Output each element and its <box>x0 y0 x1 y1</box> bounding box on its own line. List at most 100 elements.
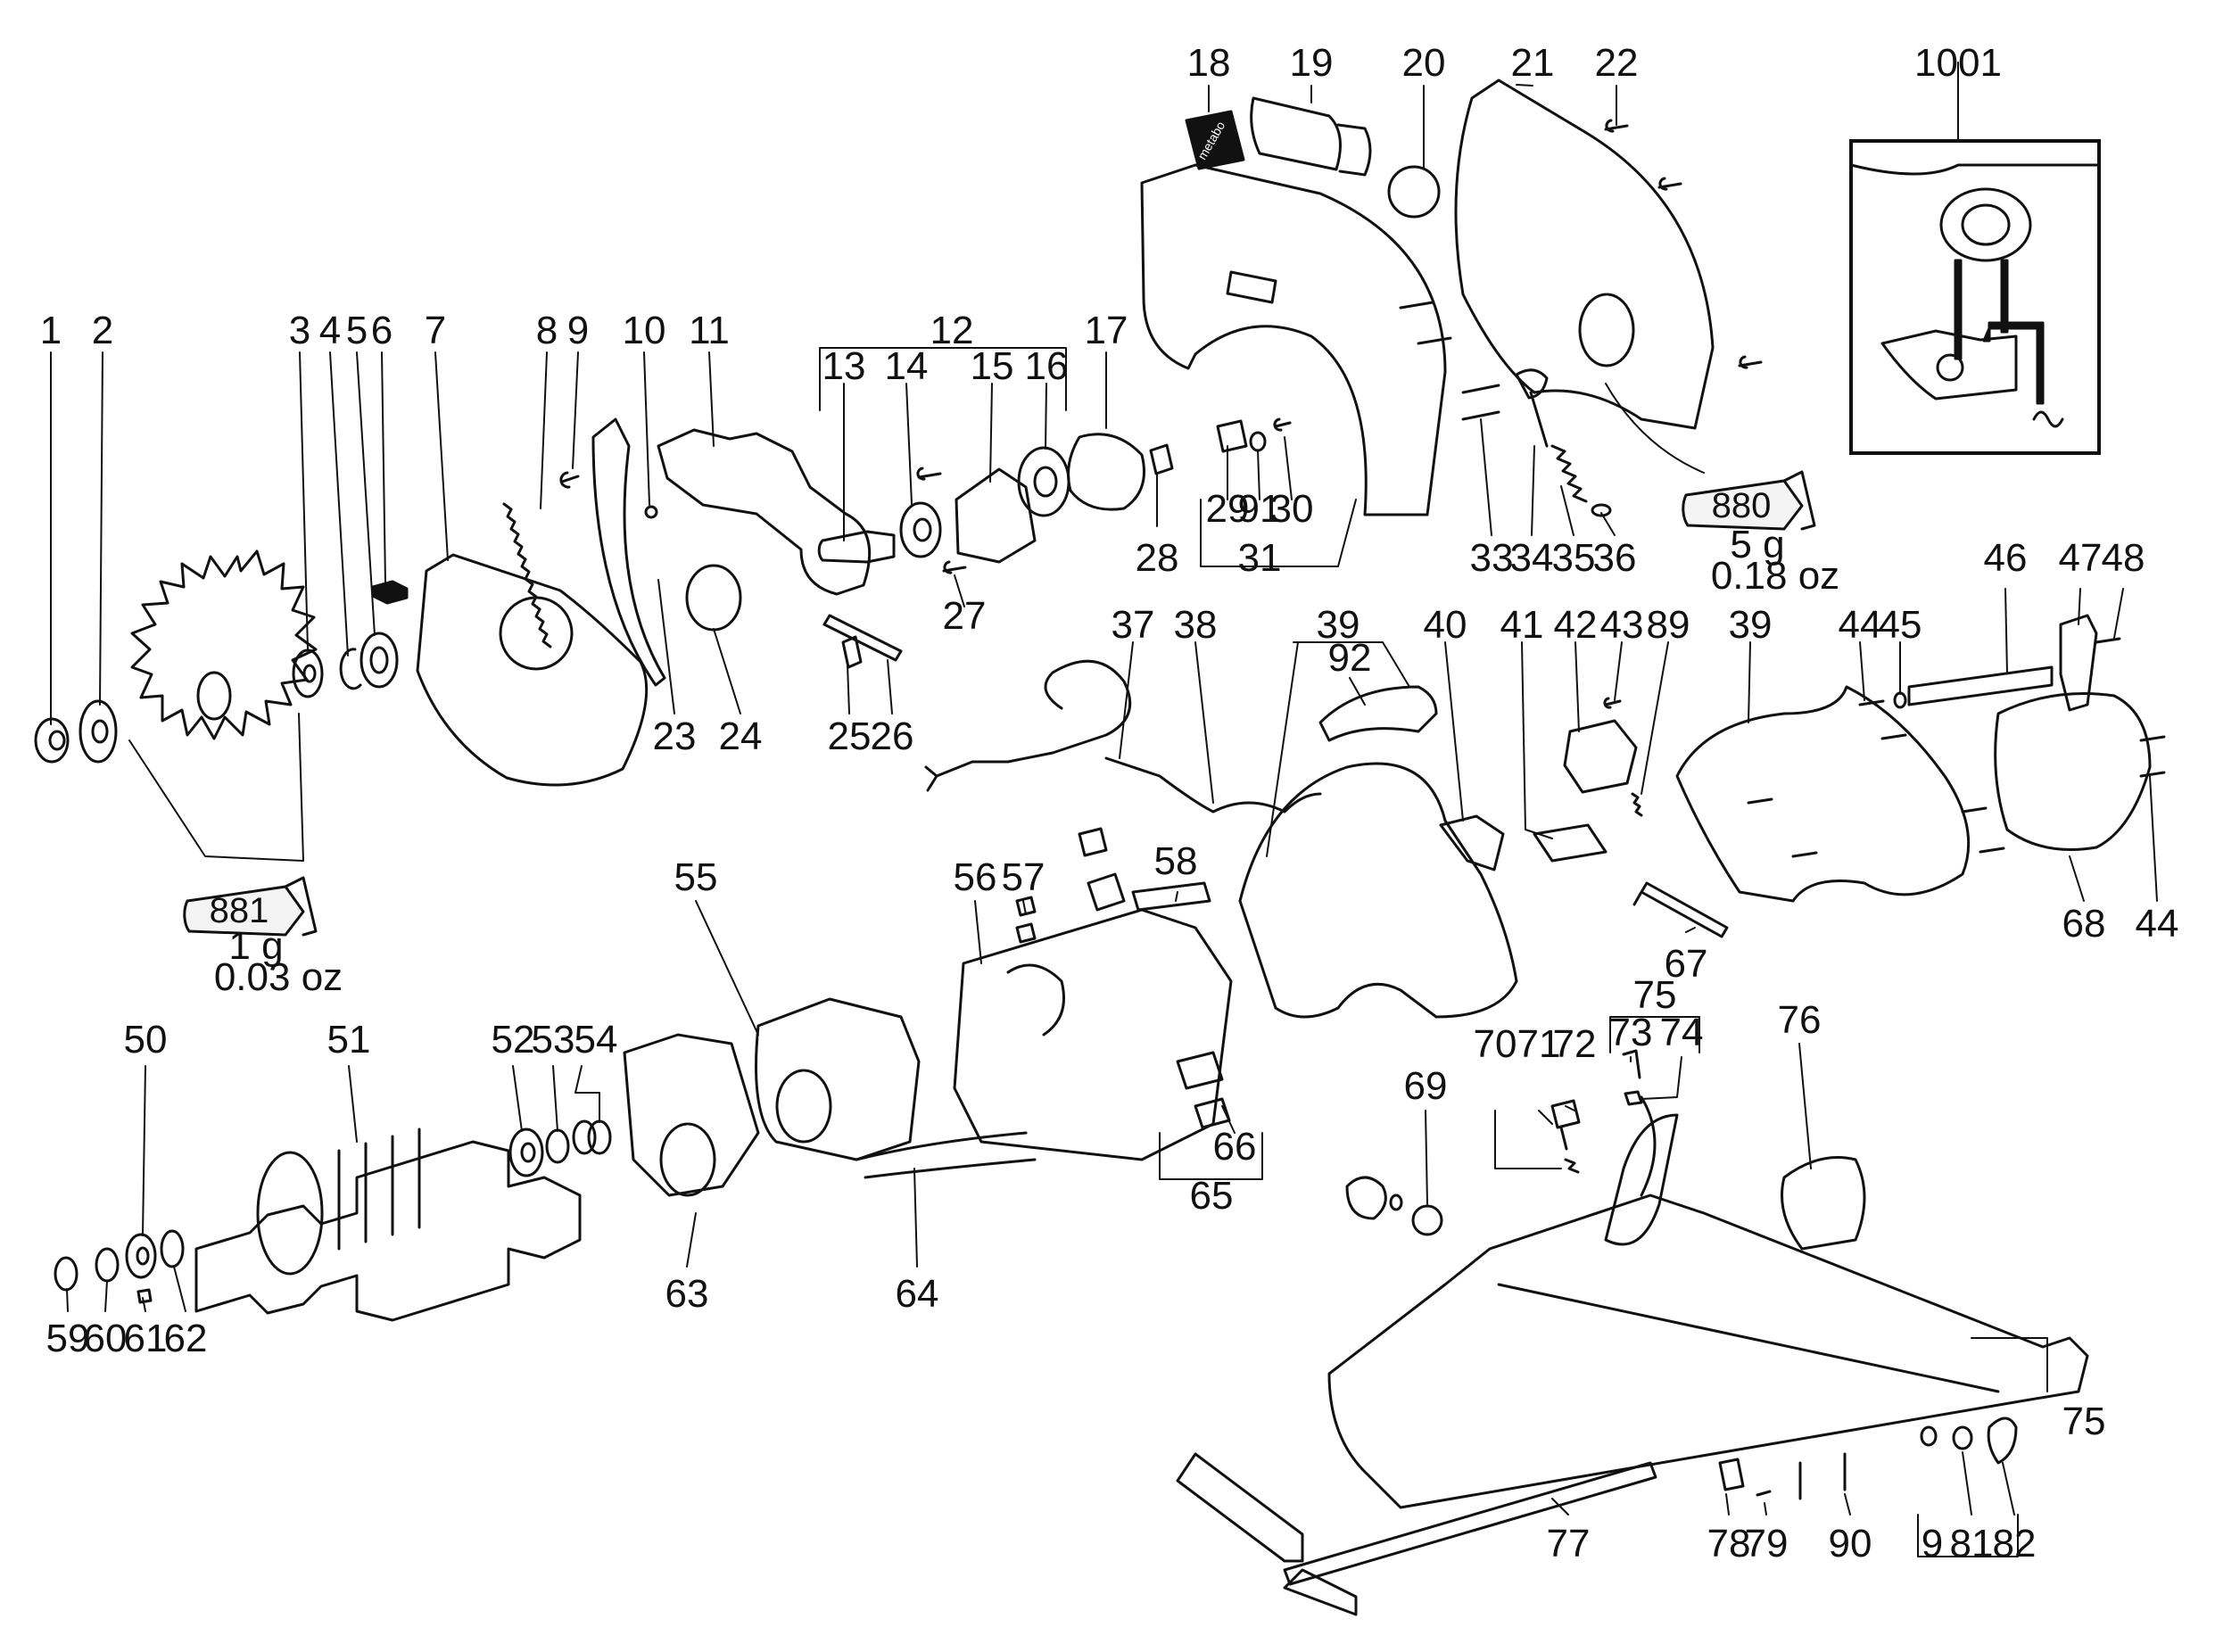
screw-icon <box>1961 806 1988 814</box>
key-icon <box>136 1288 153 1304</box>
screw-icon <box>1461 384 1500 394</box>
callout-4: 4 <box>319 309 341 352</box>
callout-11: 11 <box>689 309 730 352</box>
handle-housing-icon <box>1238 762 1518 1019</box>
callout-90: 90 <box>1829 1522 1872 1565</box>
callout-1: 1 <box>40 309 62 352</box>
strap-icon <box>822 614 903 662</box>
screw-icon <box>1417 336 1452 345</box>
callout-17: 17 <box>1085 309 1128 352</box>
screw-icon <box>1622 1049 1641 1079</box>
callout-9: 9 <box>567 309 589 352</box>
label-plate-icon <box>1131 881 1211 912</box>
screw-icon <box>1791 851 1818 858</box>
callout-27: 27 <box>943 594 987 638</box>
screw-icon <box>1273 417 1292 432</box>
switch-lock-icon <box>1439 814 1505 871</box>
hex-key-icon <box>1632 881 1729 938</box>
callout-59: 59 <box>46 1317 90 1360</box>
wiring-inset <box>1849 139 2101 455</box>
armature-icon <box>194 1127 582 1322</box>
callout-71: 71 <box>1517 1022 1561 1066</box>
inner-flange-icon <box>292 648 324 698</box>
tube-880-amount-oz: 0.18 oz <box>1711 554 1839 598</box>
callout-15: 15 <box>971 344 1014 388</box>
callout-35: 35 <box>1552 536 1596 580</box>
callout-53: 53 <box>532 1018 575 1061</box>
cable-icon <box>1104 756 1322 814</box>
ring-icon <box>160 1229 185 1268</box>
guard-lever-icon <box>591 417 666 687</box>
callout-19: 19 <box>1290 41 1334 85</box>
callout-13: 13 <box>822 344 866 388</box>
callout-36: 36 <box>1593 536 1637 580</box>
screw-icon <box>1738 355 1763 369</box>
callout-72: 72 <box>1553 1022 1597 1066</box>
leader-line <box>1605 383 1705 474</box>
callout-57: 57 <box>1002 855 1046 899</box>
wing-nut-icon <box>1550 1099 1581 1151</box>
switch-icon <box>1563 719 1638 794</box>
brand-plate: metabo <box>1185 110 1245 170</box>
grease-tube-icon: 881 <box>183 876 318 937</box>
callout-74: 74 <box>1660 1011 1704 1054</box>
washer-icon <box>1389 1194 1403 1211</box>
screw-icon <box>1979 847 2005 854</box>
callout-91: 91 <box>1238 487 1282 531</box>
clip-icon <box>1533 823 1608 863</box>
callout-37: 37 <box>1112 603 1155 647</box>
fan-baffle-icon <box>623 1033 760 1197</box>
knob-icon <box>1411 1204 1443 1236</box>
washer-icon <box>1893 691 1907 709</box>
callout-69: 69 <box>1404 1064 1448 1108</box>
flange-nut-icon <box>34 717 70 764</box>
callout-38: 38 <box>1174 603 1218 647</box>
callout-79: 79 <box>1745 1522 1789 1565</box>
callout-67: 67 <box>1665 942 1708 986</box>
o-ring-icon <box>685 564 742 632</box>
callout-12: 12 <box>930 309 974 352</box>
leader-lines <box>50 84 2158 1557</box>
ring-icon <box>587 1119 612 1155</box>
brush-holder-icon <box>1078 827 1126 912</box>
callout-66: 66 <box>1213 1125 1257 1169</box>
screw-icon <box>942 560 967 574</box>
knob-icon <box>1987 1417 2018 1465</box>
wire-icon <box>855 1131 1037 1179</box>
knob-icon <box>1345 1176 1387 1220</box>
callout-75-b: 75 <box>2062 1400 2106 1443</box>
nut-icon <box>54 1256 79 1292</box>
callout-68: 68 <box>2062 902 2106 946</box>
gasket-icon <box>1067 433 1145 511</box>
callout-70: 70 <box>1474 1022 1517 1066</box>
callout-58: 58 <box>1154 839 1198 883</box>
spring-icon <box>502 502 552 648</box>
bracket-icon <box>657 428 872 596</box>
callout-44-a: 44 <box>1839 603 1882 647</box>
callout-31: 31 <box>1238 536 1282 580</box>
ring-icon <box>545 1128 570 1164</box>
callout-26: 26 <box>871 714 914 758</box>
callout-3: 3 <box>289 309 310 352</box>
power-cord-icon <box>924 659 1132 792</box>
callout-16: 16 <box>1025 344 1069 388</box>
spring-icon <box>1550 444 1588 503</box>
callout-76: 76 <box>1778 998 1822 1042</box>
upper-housing-icon <box>1454 78 1715 430</box>
callout-25: 25 <box>828 714 872 758</box>
saw-blade-icon <box>130 549 318 740</box>
bearing-icon <box>125 1233 157 1279</box>
callout-39-b: 39 <box>1729 603 1773 647</box>
callout-55: 55 <box>674 855 718 899</box>
callout-41: 41 <box>1500 603 1544 647</box>
callout-29: 29 <box>1206 487 1250 531</box>
tube-881-code: 881 <box>210 891 269 930</box>
shaft-icon <box>1907 665 2054 706</box>
callout-78: 78 <box>1707 1522 1751 1565</box>
callout-47: 47 <box>2059 536 2103 580</box>
callout-64: 64 <box>896 1272 939 1316</box>
bearing-icon <box>899 501 942 558</box>
screw-icon <box>1461 410 1500 421</box>
washer-icon <box>1952 1425 1973 1450</box>
